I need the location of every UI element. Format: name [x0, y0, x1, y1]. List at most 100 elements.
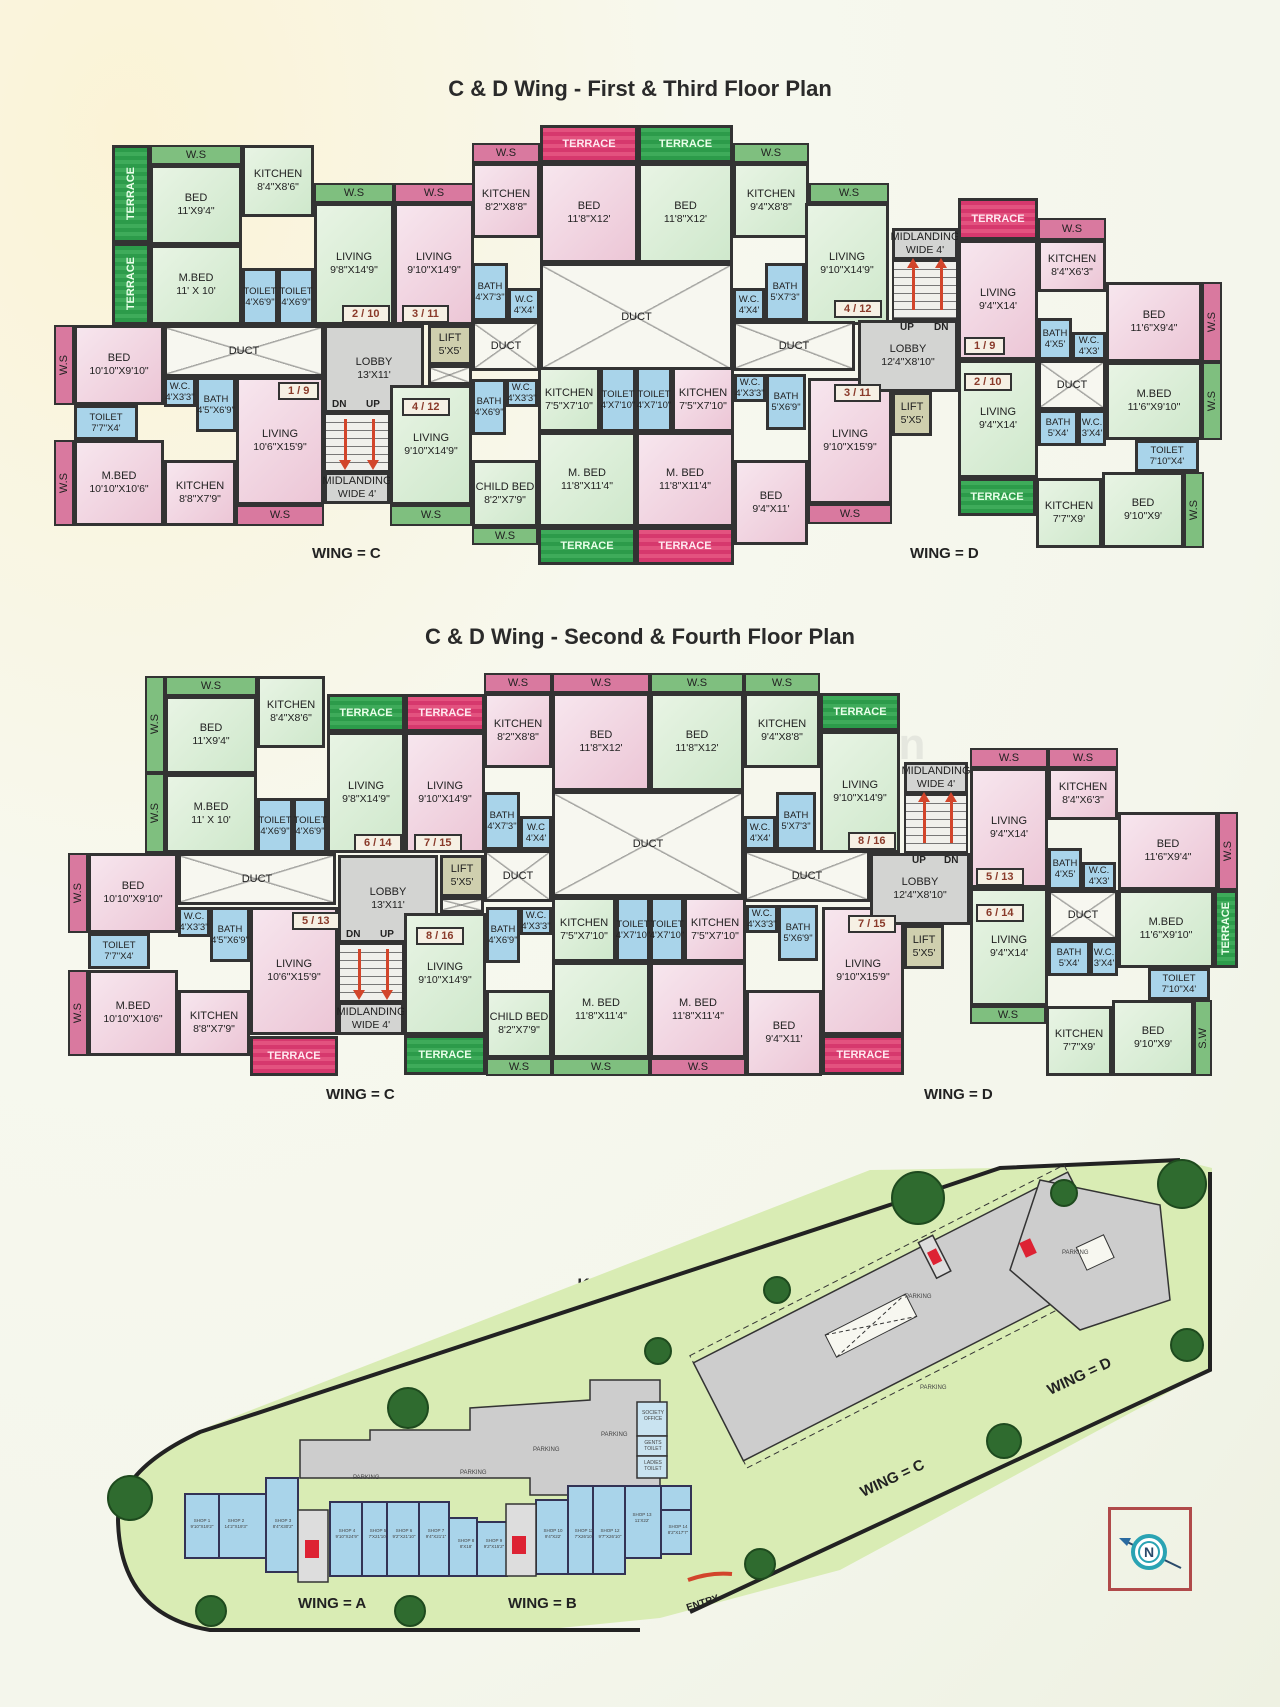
key-parking-label: PARKING — [353, 1475, 380, 1481]
room-name: KITCHEN — [1044, 500, 1094, 512]
room-size: 8'4"X6'3" — [1062, 794, 1104, 806]
room-size: 4'X3'3" — [735, 388, 765, 399]
unit-number-badge: 1 / 9 — [964, 337, 1006, 355]
room-name: DUCT — [621, 310, 652, 323]
room-name: LIVING — [831, 428, 869, 440]
room-name: KITCHEN — [1054, 1028, 1104, 1040]
room-name: W.C. — [511, 382, 533, 393]
room-name: BATH — [217, 923, 243, 935]
p1-ws-12: W.S — [808, 504, 892, 524]
p1-ws-9: W.S — [236, 505, 324, 526]
room-name: BATH — [477, 281, 503, 292]
p1-duct-d: DUCT — [1038, 360, 1106, 410]
room-name: W.S — [185, 148, 207, 161]
room-size: 9'10"X15'9" — [823, 441, 877, 453]
room-name: W.S — [420, 509, 442, 521]
p2-wc-4: W.C.4'X3'3" — [520, 907, 552, 935]
p2-wc-d1: W.C.4'X3' — [1082, 862, 1116, 890]
room-name: TOILET — [1162, 973, 1196, 984]
room-name: W.C. — [169, 381, 191, 392]
room-name: BED — [199, 722, 223, 734]
room-size: 4'X6'9" — [474, 407, 504, 418]
p2-ws-d5: S.W — [1194, 1000, 1212, 1076]
room-name: BATH — [772, 281, 798, 292]
key-gents-toilet: GENTS TOILET — [644, 1440, 662, 1452]
room-size: 10'10"X9'10" — [103, 893, 163, 905]
unit-number-badge: 8 / 16 — [848, 832, 896, 850]
room-name: W.C. — [1088, 865, 1110, 876]
room-name: LIVING — [261, 428, 299, 440]
compass-icon: N — [1119, 1534, 1182, 1570]
shop-name: SHOP 8 — [457, 1538, 475, 1543]
room-size: WIDE 4' — [916, 778, 956, 790]
p1-terrace-d2: TERRACE — [958, 478, 1036, 516]
room-name: LIVING — [347, 779, 385, 792]
key-ladies-toilet: LADIES TOILET — [644, 1460, 662, 1472]
room-name: TOILET — [601, 388, 635, 400]
room-size: 13'X11' — [371, 899, 405, 911]
p2-terrace-5: TERRACE — [404, 1035, 486, 1075]
room-size: 4'X7'3" — [487, 821, 517, 832]
room-name: BATH — [1052, 858, 1078, 869]
room-name: KITCHEN — [253, 168, 303, 180]
room-size: 7'7"X9' — [1052, 513, 1086, 525]
room-size: 9'10"X14'9" — [833, 792, 887, 804]
room-name: W.S — [423, 186, 445, 199]
unit-number-badge: 1 / 9 — [278, 382, 320, 400]
room-size: 12'4"X8'10" — [893, 889, 947, 901]
room-size: 7'5"X7'10" — [560, 929, 608, 942]
north-compass: N — [1108, 1507, 1192, 1591]
room-size: 9'10"X14'9" — [418, 792, 472, 805]
unit-number-badge: 8 / 16 — [416, 927, 464, 945]
room-name: W.S — [760, 146, 782, 159]
room-name: DUCT — [1067, 908, 1099, 921]
room-name: M.BED — [1148, 916, 1184, 928]
room-name: TERRACE — [560, 539, 614, 552]
room-name: LIFT — [900, 401, 924, 413]
p2-wc-3: W.C.4'X3'3" — [178, 907, 210, 937]
room-name: W.S — [495, 146, 517, 159]
room-name: W.S — [269, 509, 291, 521]
room-size: 5'X5' — [900, 414, 924, 426]
p2-ws-l4: W.S — [68, 970, 88, 1056]
p1-ws-8: W.S — [54, 440, 74, 526]
key-parking-label: PARKING — [601, 1432, 628, 1438]
room-name: KITCHEN — [746, 187, 796, 200]
room-name: LIVING — [426, 779, 464, 792]
p2-stair-d — [904, 794, 968, 853]
room-name: LIVING — [990, 815, 1028, 827]
plan2-wing-d-label: WING = D — [924, 1086, 993, 1103]
unit-number-badge: 2 / 10 — [964, 373, 1012, 391]
room-name: LIVING — [990, 934, 1028, 946]
room-name: DUCT — [1056, 378, 1088, 391]
room-name: TERRACE — [970, 490, 1024, 503]
room-name: M.BED — [178, 272, 214, 284]
p2-wc-2: W.C.4'X4' — [744, 816, 776, 850]
room-size: 10'10"X9'10" — [89, 365, 149, 377]
room-size: 5'X7'3" — [770, 292, 800, 303]
